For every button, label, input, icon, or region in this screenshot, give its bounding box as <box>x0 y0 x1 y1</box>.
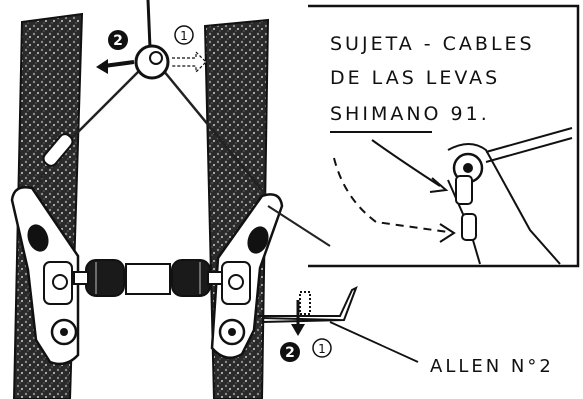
right-cable-tail <box>267 205 331 247</box>
inset-cable-hanger <box>452 152 484 241</box>
svg-text:1: 1 <box>180 29 188 43</box>
allen-key <box>258 285 358 323</box>
left-brake-arm <box>10 186 80 366</box>
right-brake-arm <box>210 193 284 360</box>
cable-carrier <box>134 44 170 80</box>
right-brake-pad <box>171 259 211 297</box>
inset-arrows <box>333 139 456 243</box>
step-2-marker-top: 2 <box>108 30 128 50</box>
callout-leader-line <box>329 321 419 363</box>
inset-title-line-1: SUJETA - CABLES <box>330 33 535 55</box>
step-1-marker-top: 1 <box>174 25 194 45</box>
cable-end <box>42 133 74 167</box>
left-brake-pad <box>85 259 125 297</box>
svg-text:1: 1 <box>318 342 326 356</box>
move-left-arrow <box>96 59 135 74</box>
allen-label: ALLEN N°2 <box>430 356 554 377</box>
step-2-marker-bottom: 2 <box>280 342 300 362</box>
inset-title-line-2: DE LAS LEVAS <box>330 67 500 89</box>
main-cable <box>146 0 152 49</box>
step-1-marker-bottom: 1 <box>312 338 332 358</box>
inset-title-line-3: SHIMANO 91. <box>330 103 490 125</box>
svg-text:2: 2 <box>113 33 123 49</box>
inset-panel: SUJETA - CABLES DE LAS LEVAS SHIMANO 91. <box>308 4 580 268</box>
down-arrow <box>291 300 305 336</box>
svg-text:2: 2 <box>285 345 295 361</box>
move-right-arrow-outline <box>172 50 207 74</box>
rim <box>125 263 171 295</box>
pad-posts <box>73 271 223 285</box>
